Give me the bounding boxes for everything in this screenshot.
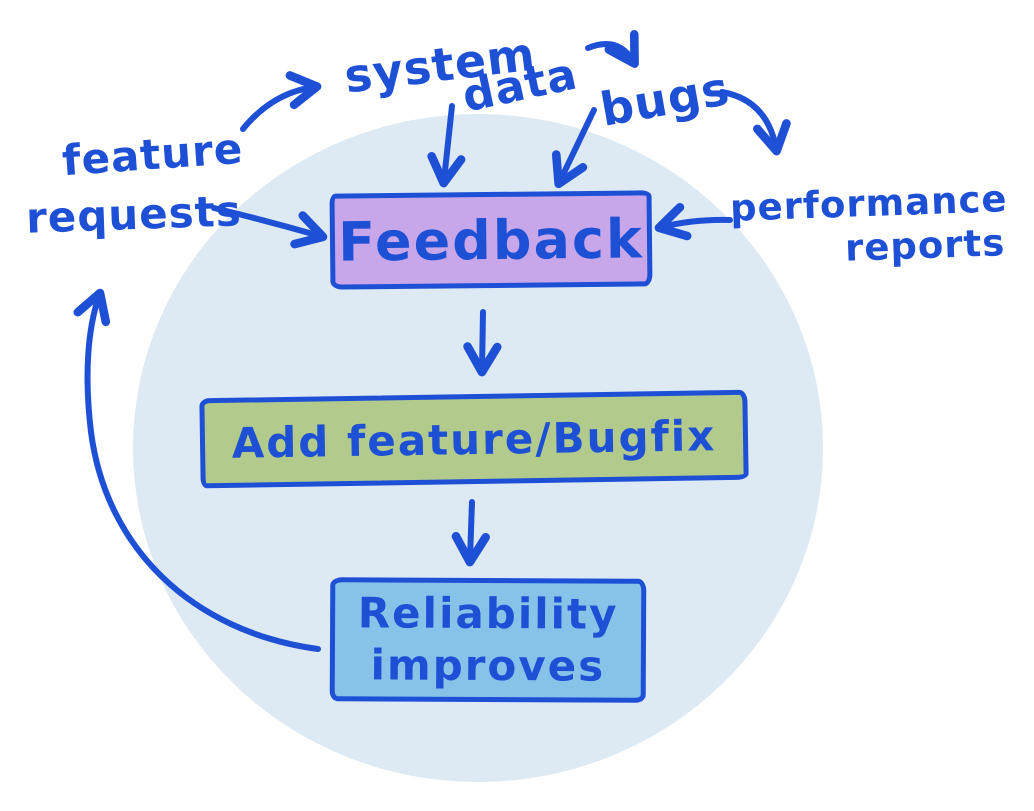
arrow-feature-requests-to-feedback	[211, 205, 328, 249]
arrow-system-data-to-feedback	[427, 103, 466, 188]
label-performance-reports-line2: reports	[844, 221, 1006, 270]
node-reliability-improves-line2: improves	[370, 640, 606, 691]
arrow-system-data-to-bugs	[585, 30, 639, 68]
node-feedback: Feedback	[329, 190, 653, 290]
node-add-feature-bugfix-label: Add feature/Bugfix	[231, 410, 717, 468]
arrow-performance-reports-to-feedback	[654, 202, 733, 241]
label-feature-requests-line2: requests	[25, 186, 243, 243]
node-add-feature-bugfix: Add feature/Bugfix	[199, 389, 749, 489]
arrow-add-feature-to-reliability	[451, 499, 490, 567]
arrow-feature-requests-to-system	[240, 71, 322, 132]
arrow-bugs-to-performance-reports	[719, 89, 791, 156]
arrow-bugs-to-feedback	[551, 107, 597, 189]
node-reliability-improves: Reliability improves	[329, 577, 647, 703]
node-reliability-improves-line1: Reliability	[357, 587, 619, 639]
node-feedback-label: Feedback	[337, 206, 645, 274]
arrow-feedback-to-add-feature	[463, 309, 502, 377]
arrow-reliability-to-feature-requests	[73, 288, 321, 652]
